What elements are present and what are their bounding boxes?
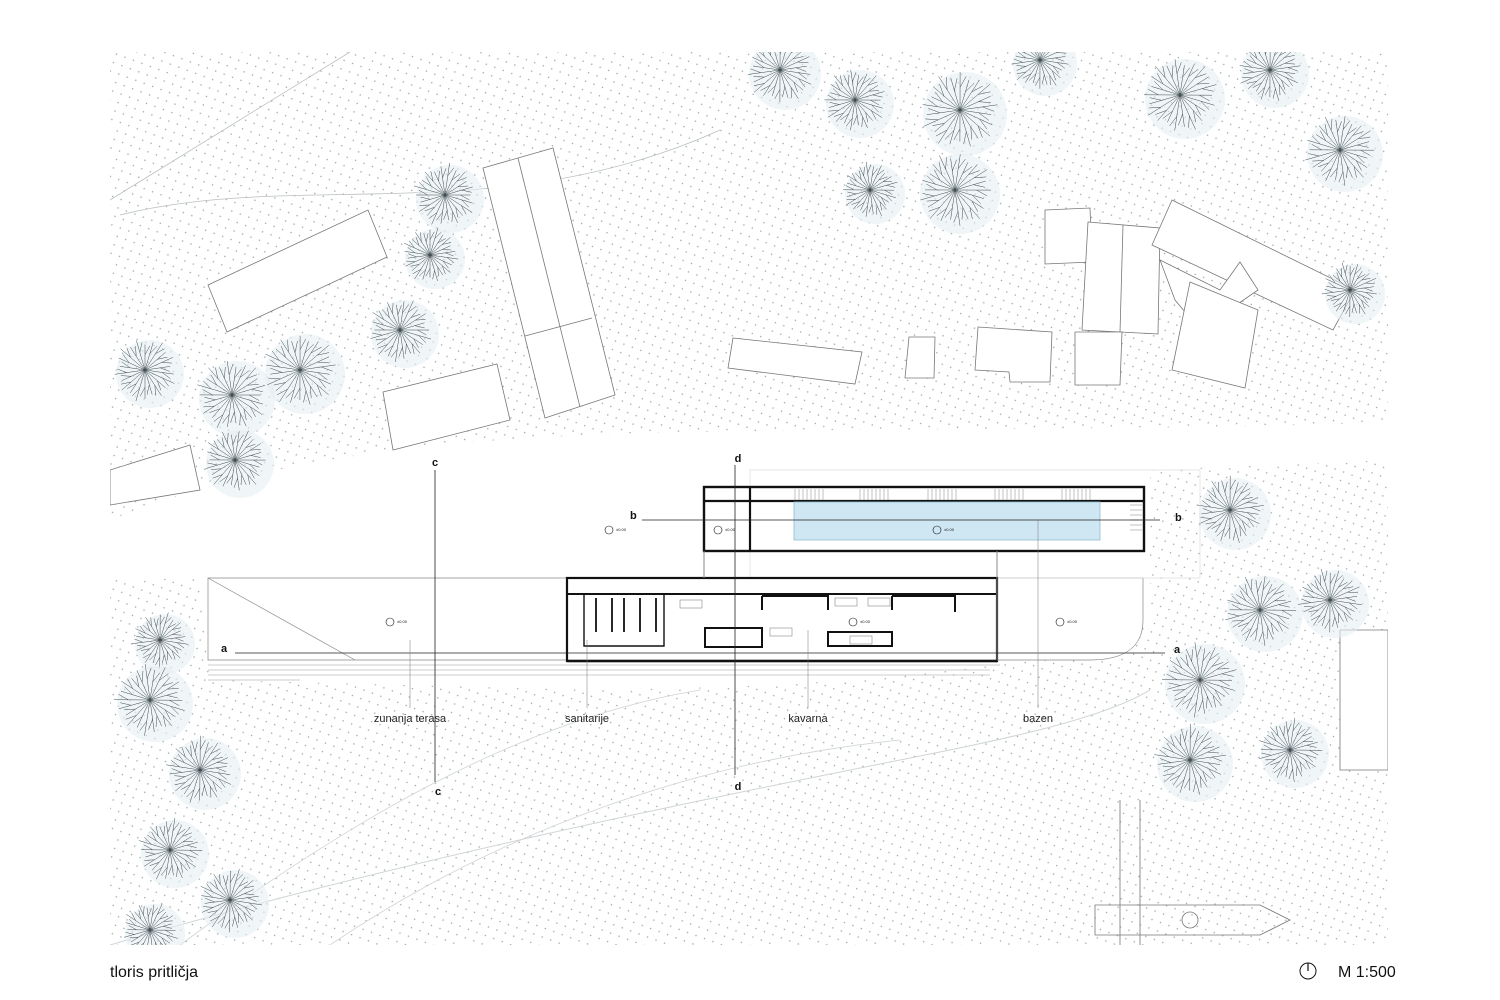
tree-icon <box>370 300 439 368</box>
tree-icon <box>1143 59 1225 139</box>
tree-icon <box>200 869 269 938</box>
section-lines <box>235 465 1165 782</box>
pool-building <box>589 485 1146 593</box>
pool-water <box>793 501 1101 541</box>
south-ground-area <box>110 578 1388 945</box>
tree-icon <box>1321 262 1385 324</box>
level-pool-water: ±0.00 <box>944 527 955 532</box>
tree-icon <box>922 72 1007 156</box>
tree-icon <box>842 161 905 224</box>
level-markers <box>385 525 1065 627</box>
level-terrace: ±0.00 <box>397 619 408 624</box>
level-cafe: ±0.00 <box>860 619 871 624</box>
tree-icon <box>166 735 241 810</box>
drawing-scale: M 1:500 <box>1338 964 1396 981</box>
tree-icon <box>1011 52 1077 96</box>
section-label-a-right: a <box>1174 644 1181 656</box>
tree-icon <box>197 361 275 437</box>
tree-icon <box>403 227 465 289</box>
section-label-b-right: b <box>1175 512 1182 524</box>
room-label-cafe: kavarna <box>788 713 828 725</box>
tree-icon <box>265 334 345 414</box>
table <box>867 597 891 607</box>
section-label-b-left: b <box>630 510 637 522</box>
section-label-d-bottom: d <box>735 781 742 793</box>
level-upper-room: ±0.00 <box>725 527 736 532</box>
tree-icon <box>1297 568 1369 638</box>
tree-icon <box>123 904 185 945</box>
room-label-sanitary: sanitarije <box>565 713 609 725</box>
tree-icon <box>1197 475 1271 550</box>
road-north <box>110 52 721 216</box>
tree-icon <box>1305 116 1383 192</box>
room-label-terrace: zunanja terasa <box>374 713 447 725</box>
tree-icon <box>1225 576 1303 652</box>
tree-icon <box>114 340 184 408</box>
table <box>769 627 793 637</box>
level-pool-deck: ±0.00 <box>1067 619 1078 624</box>
tree-icon <box>1258 718 1329 788</box>
level-upper-left: ±0.00 <box>616 527 627 532</box>
tree-icon <box>824 69 894 138</box>
drawing-title: tloris pritličja <box>110 964 198 981</box>
table <box>679 599 703 609</box>
tree-icon <box>113 664 193 742</box>
tree-icon <box>1154 723 1233 802</box>
table <box>849 635 873 645</box>
trees <box>113 52 1385 945</box>
tree-icon <box>131 612 195 674</box>
tree-icon <box>747 52 821 110</box>
section-label-a-left: a <box>221 643 228 655</box>
section-label-d-top: d <box>735 453 742 465</box>
section-label-c-top: c <box>432 457 438 469</box>
table <box>834 597 858 607</box>
tree-icon <box>920 154 1000 234</box>
tree-icon <box>1161 642 1245 724</box>
tree-icon <box>139 818 209 888</box>
section-label-c-bottom: c <box>435 786 441 798</box>
room-label-pool: bazen <box>1023 713 1053 725</box>
tree-icon <box>1239 52 1309 108</box>
existing-buildings <box>110 147 1388 945</box>
tree-icon <box>205 430 274 498</box>
north-arrow-icon <box>1299 962 1317 980</box>
road-south <box>110 689 1151 945</box>
cafe-building <box>565 551 999 663</box>
tree-icon <box>413 162 484 233</box>
